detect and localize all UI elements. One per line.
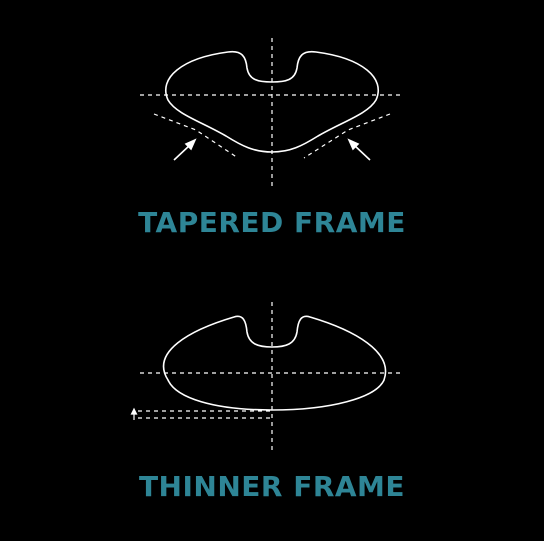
tapered-right-arrow [347, 138, 371, 161]
thinner-frame-caption: THINNER FRAME [138, 470, 406, 503]
tapered-left-arrow [173, 138, 197, 161]
thinner-up-arrow [130, 407, 138, 420]
tapered-lens-outline [165, 50, 379, 153]
thinner-lens-outline [162, 315, 387, 411]
tapered-frame-caption: TAPERED FRAME [138, 206, 406, 239]
thinner-frame-diagram [130, 302, 402, 452]
